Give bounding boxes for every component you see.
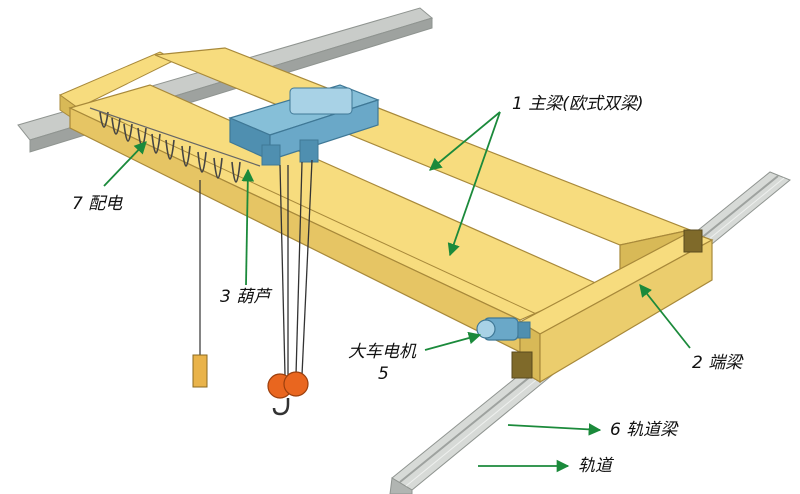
leader-main-girder-back	[429, 111, 501, 171]
label-end-beam: 2 端梁	[692, 353, 743, 373]
end-beam	[511, 229, 714, 384]
pendant-control	[192, 180, 208, 388]
leader-main-girder-front	[447, 111, 501, 257]
leader-lines	[103, 111, 691, 473]
label-rail: 轨道	[578, 456, 612, 476]
hoist-trolley	[228, 84, 380, 166]
leader-runway-beam	[507, 423, 602, 436]
label-travel-motor-number: 5	[378, 364, 389, 384]
leader-end-beam	[639, 284, 691, 349]
leader-travel-motor	[424, 331, 482, 351]
label-main-girder: 1 主梁(欧式双梁)	[512, 94, 644, 114]
hoist-ropes	[279, 159, 313, 376]
label-hoist: 3 葫芦	[220, 287, 271, 307]
leader-power-supply	[103, 141, 147, 187]
label-power-supply: 7 配电	[72, 194, 123, 214]
hook-block	[267, 371, 309, 416]
travel-motor	[476, 317, 531, 341]
label-travel-motor: 大车电机	[348, 342, 416, 362]
label-runway-beam: 6 轨道梁	[610, 420, 678, 440]
leader-hoist	[241, 168, 255, 286]
power-supply-festoon	[89, 107, 261, 183]
